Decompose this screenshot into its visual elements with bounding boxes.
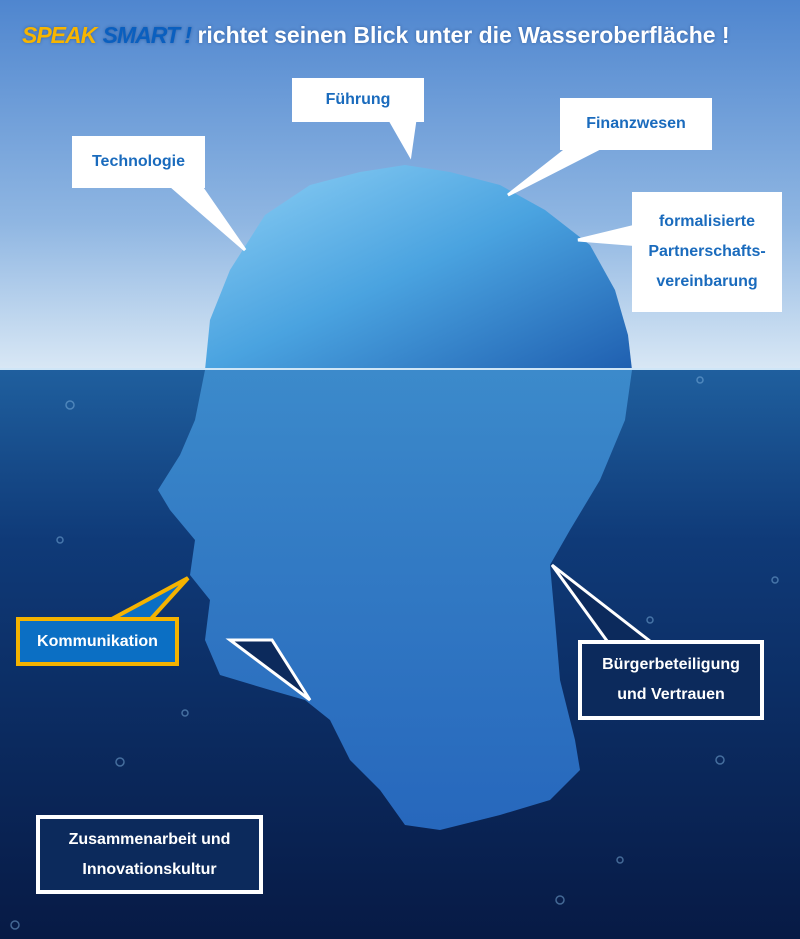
callout-label: Führung [325, 91, 391, 108]
callout-label: Finanzwesen [586, 115, 686, 132]
head-below-water [158, 370, 632, 830]
callout-line: Innovationskultur [82, 860, 217, 878]
callout-label: Kommunikation [37, 632, 158, 650]
callout-fuehrung: Führung [292, 78, 424, 122]
callout-kommunikation: Kommunikation [16, 617, 179, 666]
callout-line: Bürgerbeteiligung [602, 656, 740, 673]
title-text: richtet seinen Blick unter die Wasserobe… [197, 22, 730, 48]
callout-line: Zusammenarbeit und [68, 830, 231, 848]
callout-partnerschaftsvereinbarung: formalisierte Partnerschafts- vereinbaru… [632, 192, 782, 312]
callout-line: vereinbarung [656, 273, 758, 290]
callout-zusammenarbeit: Zusammenarbeit und Innovationskultur [36, 815, 263, 894]
callout-line: Partnerschafts- [648, 243, 766, 260]
brand-smart: SMART ! [102, 22, 192, 48]
callout-technologie: Technologie [72, 136, 205, 188]
callout-buergerbeteiligung: Bürgerbeteiligung und Vertrauen [578, 640, 764, 720]
callout-finanzwesen: Finanzwesen [560, 98, 712, 150]
brand-speak: SPEAK [22, 22, 97, 48]
callout-line: formalisierte [658, 213, 756, 230]
callout-label: Technologie [91, 153, 186, 170]
head-above-water [205, 165, 632, 370]
page-title: SPEAK SMART ! richtet seinen Blick unter… [22, 22, 730, 49]
callout-line: und Vertrauen [617, 686, 725, 703]
